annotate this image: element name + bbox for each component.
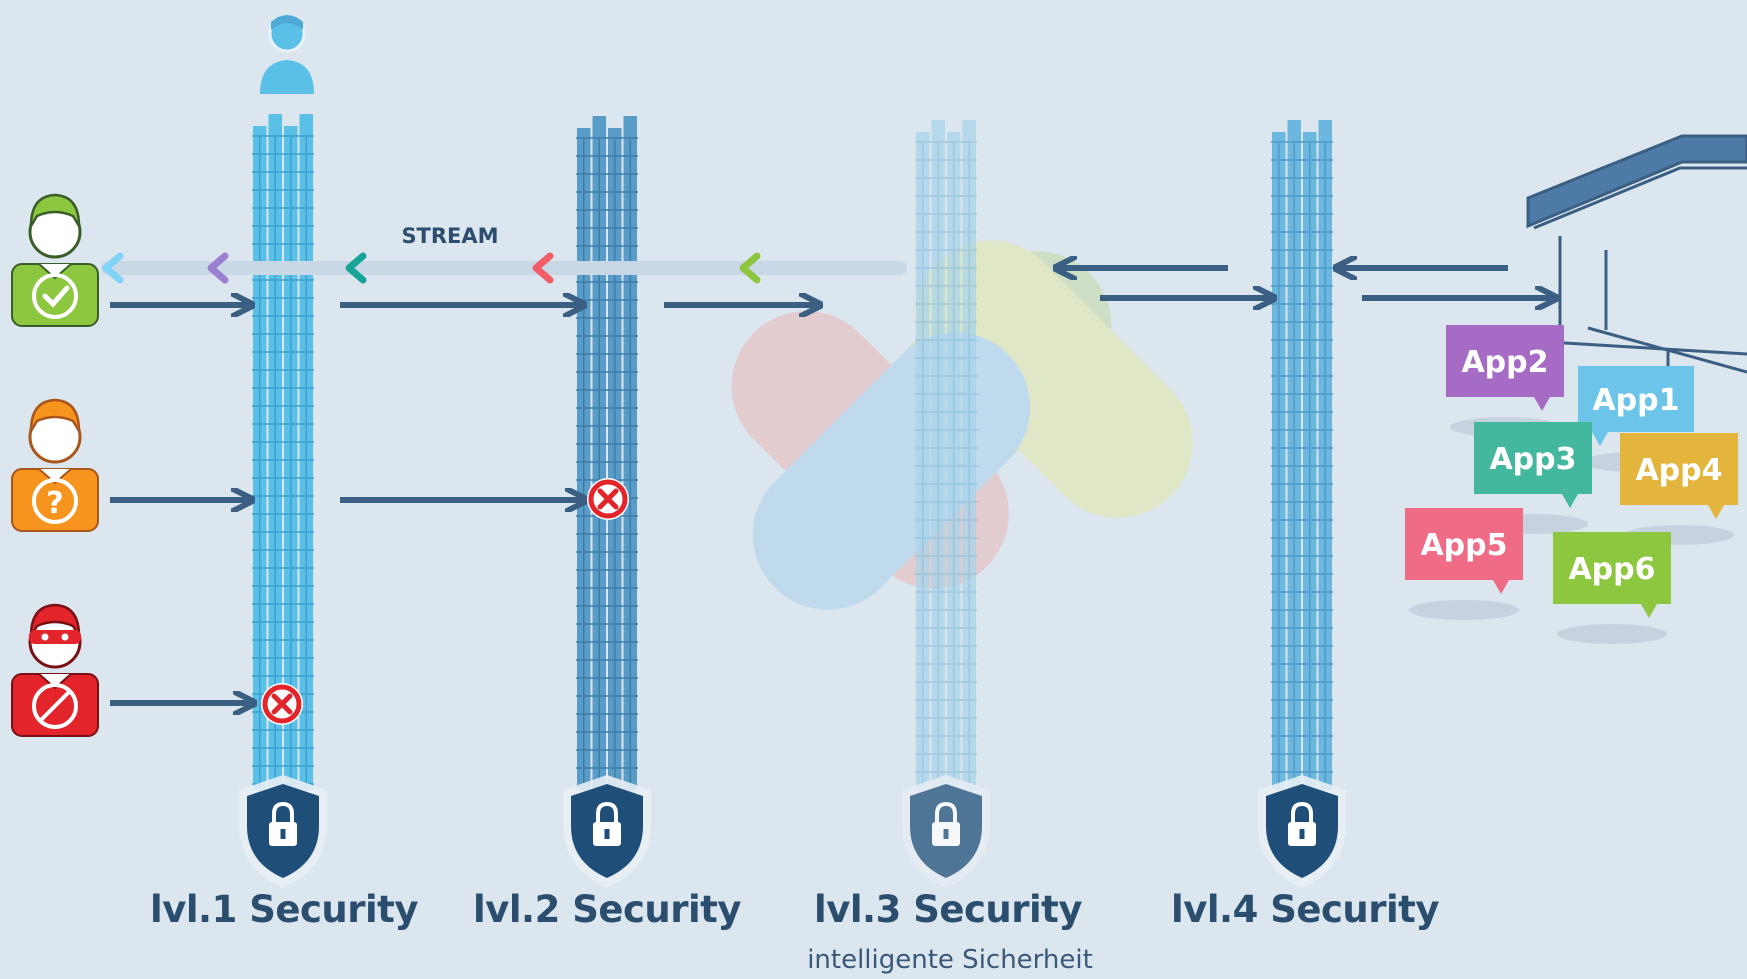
malicious-user-icon <box>11 603 99 737</box>
shield-lock-icon <box>1258 775 1346 888</box>
block-icon <box>261 683 303 725</box>
lvl2-security-label: lvl.2 Security <box>473 888 741 931</box>
app-label: App2 <box>1461 345 1548 380</box>
security-wall-4 <box>1258 120 1346 888</box>
svg-text:?: ? <box>46 486 63 521</box>
stream-chevron-icon <box>739 252 761 284</box>
lvl3-logo-watermark <box>731 240 1193 610</box>
checkmark-icon <box>32 273 78 319</box>
security-wall-2 <box>563 116 651 888</box>
flow-arrows <box>110 268 1554 703</box>
person-icon <box>260 15 314 94</box>
app-tag-app5: App5 <box>1405 508 1523 620</box>
prohibited-icon <box>32 683 78 729</box>
shield-lock-icon <box>563 775 651 888</box>
lvl3-security-subtitle: intelligente Sicherheit <box>807 945 1093 975</box>
stream-chevron-icon <box>532 252 554 284</box>
security-wall-1 <box>239 114 327 888</box>
lvl1-security-label: lvl.1 Security <box>150 888 418 931</box>
app-tag-app2: App2 <box>1446 325 1564 437</box>
app-label: App1 <box>1592 383 1679 418</box>
unknown-user-icon: ? <box>11 398 99 532</box>
lvl4-security-label: lvl.4 Security <box>1171 888 1439 931</box>
stream-chevron-icon <box>102 252 124 284</box>
block-icon <box>587 478 629 520</box>
approved-user-icon <box>11 193 99 327</box>
lvl3-security-label: lvl.3 Security <box>814 888 1082 931</box>
stream-label: STREAM <box>401 224 499 248</box>
security-wall-3 <box>902 120 990 888</box>
app-tag-app6: App6 <box>1553 532 1671 644</box>
app-label: App6 <box>1568 552 1655 587</box>
app-label: App4 <box>1635 453 1722 488</box>
stream-chevron-icon <box>207 252 229 284</box>
app-label: App5 <box>1420 528 1507 563</box>
app-tag-app4: App4 <box>1620 433 1738 545</box>
stream-chevron-icon <box>345 252 367 284</box>
data-stream <box>101 252 907 284</box>
app-label: App3 <box>1489 442 1576 477</box>
shield-lock-icon <box>239 775 327 888</box>
shield-lock-icon <box>902 775 990 888</box>
question-icon <box>32 478 78 524</box>
